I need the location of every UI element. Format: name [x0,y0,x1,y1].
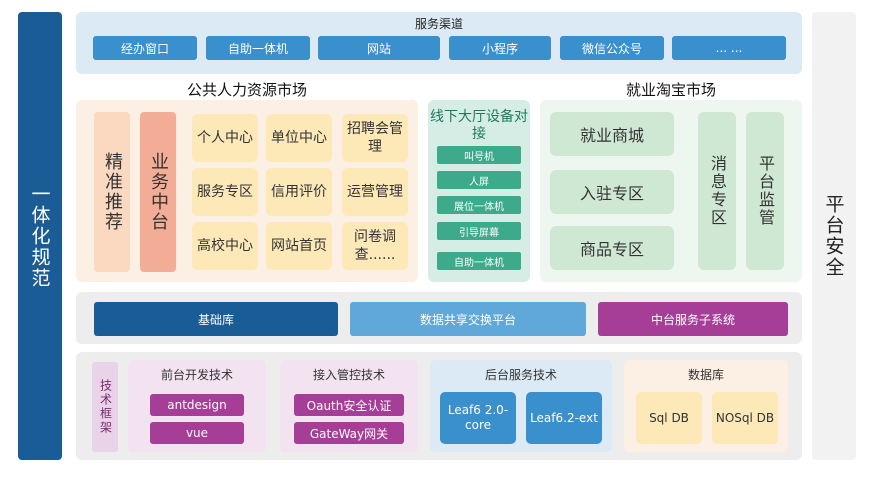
tech-gateway[interactable]: GateWay网关 [294,422,404,444]
emp-platform-supervision[interactable]: 平台监管 [746,112,784,270]
tech-sql-db[interactable]: Sql DB [636,392,702,444]
emp-item-product-zone[interactable]: 商品专区 [550,226,674,270]
tech-frontend-group: 前台开发技术 antdesign vue [128,360,266,452]
data-exchange-platform[interactable]: 数据共享交换平台 [350,302,586,336]
tech-nosql-db[interactable]: NOSql DB [712,392,778,444]
tech-framework-panel: 技术框架 前台开发技术 antdesign vue 接入管控技术 Oauth安全… [76,352,802,460]
channel-kiosk[interactable]: 自助一体机 [206,36,310,60]
offline-item-guide-screen[interactable]: 引导屏幕 [437,222,521,240]
hr-item-unit-center[interactable]: 单位中心 [266,114,332,162]
data-middle-service[interactable]: 中台服务子系统 [598,302,788,336]
precision-recommend[interactable]: 精准推荐 [94,112,130,272]
hr-market-title: 公共人力资源市场 [186,80,307,99]
hr-item-homepage[interactable]: 网站首页 [266,222,332,270]
offline-item-booth-kiosk[interactable]: 展位一体机 [437,196,521,214]
hr-item-credit-rating[interactable]: 信用评价 [266,168,332,216]
tech-backend-group: 后台服务技术 Leaf6 2.0-core Leaf6.2-ext [430,360,612,452]
emp-item-settle-zone[interactable]: 入驻专区 [550,170,674,214]
tech-oauth[interactable]: Oauth安全认证 [294,394,404,416]
service-channels-panel: 服务渠道 经办窗口 自助一体机 网站 小程序 微信公众号 ... ... [76,12,802,74]
offline-item-self-service[interactable]: 自助一体机 [437,252,521,270]
hr-item-college-center[interactable]: 高校中心 [192,222,258,270]
channel-website[interactable]: 网站 [318,36,440,60]
tech-database-title: 数据库 [687,367,724,382]
tech-access-group: 接入管控技术 Oauth安全认证 GateWay网关 [280,360,418,452]
offline-item-screen[interactable]: 人屏 [437,171,521,189]
channel-more[interactable]: ... ... [672,36,786,60]
hr-item-service-zone[interactable]: 服务专区 [192,168,258,216]
hr-item-survey[interactable]: 问卷调查...... [342,222,408,270]
tech-leaf6-ext[interactable]: Leaf6.2-ext [526,392,602,444]
hr-market-panel: 精准推荐 业务中台 个人中心 单位中心 招聘会管理 服务专区 信用评价 运营管理… [76,100,418,282]
right-bar: 平台安全 [812,12,856,460]
data-layer-panel: 基础库 数据共享交换平台 中台服务子系统 [76,292,802,344]
right-bar-label: 平台安全 [822,194,845,278]
channel-miniprogram[interactable]: 小程序 [449,36,551,60]
emp-message-zone[interactable]: 消息专区 [698,112,736,270]
employment-market-panel: 就业商城 入驻专区 商品专区 消息专区 平台监管 [540,100,802,282]
emp-item-mall[interactable]: 就业商城 [550,112,674,156]
tech-backend-title: 后台服务技术 [484,367,557,382]
offline-hall-panel: 线下大厅设备对接 叫号机 人屏 展位一体机 引导屏幕 自助一体机 [428,100,530,282]
tech-vue[interactable]: vue [150,422,244,444]
offline-hall-title: 线下大厅设备对接 [430,109,528,142]
tech-framework-label: 技术框架 [92,362,118,452]
left-bar-label: 一体化规范 [28,183,51,289]
hr-item-operations[interactable]: 运营管理 [342,168,408,216]
tech-antdesign[interactable]: antdesign [150,394,244,416]
tech-frontend-title: 前台开发技术 [160,367,233,382]
business-middle-platform[interactable]: 业务中台 [140,112,176,272]
offline-item-queue-machine[interactable]: 叫号机 [437,146,521,164]
employment-market-title: 就业淘宝市场 [625,80,716,99]
tech-access-title: 接入管控技术 [312,367,385,382]
tech-database-group: 数据库 Sql DB NOSql DB [624,360,788,452]
hr-item-job-fair[interactable]: 招聘会管理 [342,114,408,162]
channel-wechat[interactable]: 微信公众号 [560,36,664,60]
channels-title: 服务渠道 [414,16,463,31]
hr-item-personal-center[interactable]: 个人中心 [192,114,258,162]
left-bar: 一体化规范 [18,12,62,460]
channel-counter[interactable]: 经办窗口 [93,36,197,60]
data-base-library[interactable]: 基础库 [94,302,338,336]
tech-leaf6-core[interactable]: Leaf6 2.0-core [440,392,516,444]
